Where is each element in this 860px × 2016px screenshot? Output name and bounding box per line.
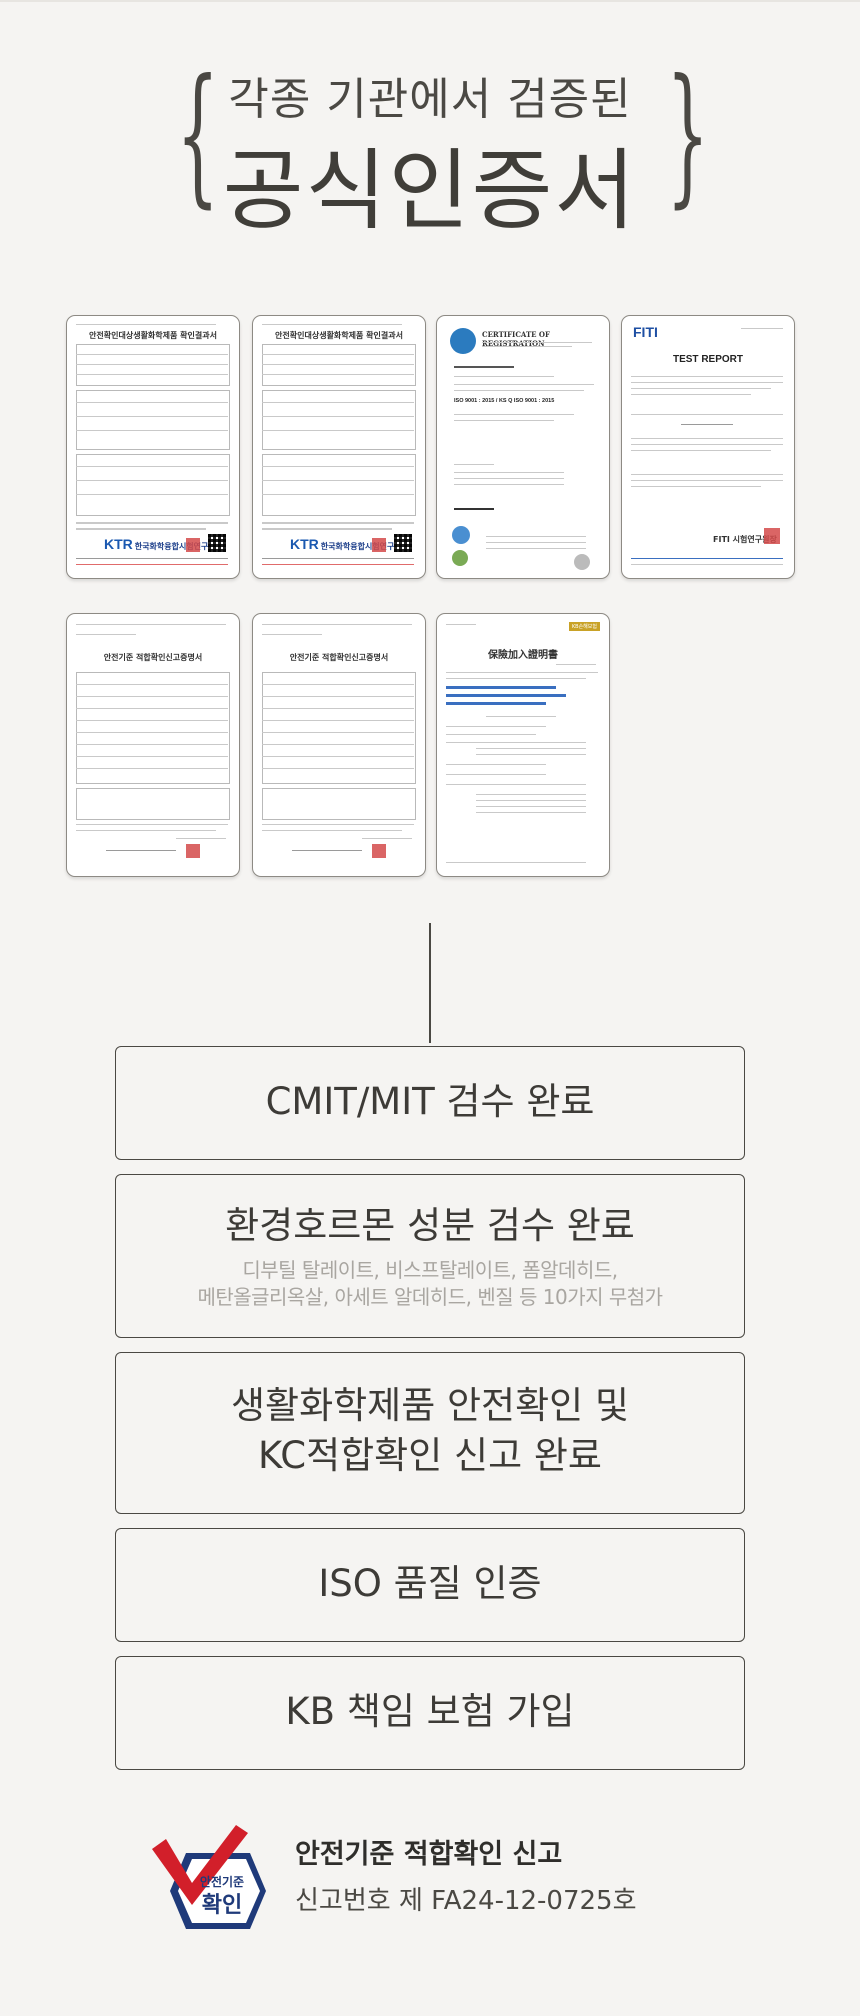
certificate-heading: 안전기준 적합확인신고증명서: [289, 653, 389, 662]
section-header: { } 각종 기관에서 검증된 공식인증서: [0, 48, 860, 242]
iqc-logo-icon: [450, 328, 476, 354]
certificate-kb-insurance[interactable]: KB손해보험 保險加入證明書: [436, 613, 610, 877]
certificate-heading: 안전확인대상생활화학제품 확인결과서: [89, 331, 217, 340]
red-seal-stamp: [186, 538, 200, 552]
red-seal-stamp: [372, 844, 386, 858]
kb-logo: KB손해보험: [568, 622, 600, 631]
certificate-fiti[interactable]: FITI TEST REPORT FITI 시험연구원장: [621, 315, 795, 579]
certificate-heading: 안전확인대상생활화학제품 확인결과서: [275, 331, 403, 340]
red-seal-stamp: [372, 538, 386, 552]
certificate-heading: CERTIFICATE OF REGISTRATION: [482, 330, 550, 348]
header-title: 공식인증서: [222, 139, 638, 242]
header-subtitle: 각종 기관에서 검증된: [228, 74, 632, 125]
check-iso: ISO 품질 인증: [115, 1528, 745, 1642]
safety-mark-logo: 안전기준 확인: [150, 1825, 272, 1937]
accreditation-logo-icon: [452, 550, 468, 566]
check-label: CMIT/MIT 검수 완료: [265, 1080, 595, 1123]
check-label: 환경호르몬 성분 검수 완료: [225, 1204, 635, 1247]
check-description-line-1: 디부틸 탈레이트, 비스프탈레이트, 폼알데히드,: [242, 1258, 618, 1282]
check-kc-safety: 생활화학제품 안전확인 및 KC적합확인 신고 완료: [115, 1352, 745, 1514]
certificate-heading: TEST REPORT: [672, 354, 743, 365]
safety-mark-small-text: 안전기준: [199, 1875, 245, 1889]
check-cmit-mit: CMIT/MIT 검수 완료: [115, 1046, 745, 1160]
check-endocrine-disruptors: 환경호르몬 성분 검수 완료 디부틸 탈레이트, 비스프탈레이트, 폼알데히드,…: [115, 1174, 745, 1338]
left-brace-decoration: {: [176, 48, 220, 222]
fiti-issuer-name: FITI 시험연구원장: [713, 535, 777, 544]
iso-standard-text: ISO 9001 : 2015 / KS Q ISO 9001 : 2015: [454, 398, 555, 404]
certificate-iso[interactable]: CERTIFICATE OF REGISTRATION ISO 9001 : 2…: [436, 315, 610, 579]
check-label-line-1: 생활화학제품 안전확인 및: [231, 1384, 629, 1427]
hologram-seal-icon: [574, 554, 590, 570]
iaf-logo-icon: [452, 526, 470, 544]
connector-line: [429, 923, 431, 1043]
check-label: KB 책임 보험 가입: [285, 1690, 575, 1733]
certificate-heading: 안전기준 적합확인신고증명서: [103, 653, 203, 662]
check-label-line-2: KC적합확인 신고 완료: [258, 1434, 602, 1477]
red-seal-stamp: [764, 528, 780, 544]
certificate-safety-1[interactable]: 안전기준 적합확인신고증명서: [66, 613, 240, 877]
red-seal-stamp: [186, 844, 200, 858]
qr-code: [394, 534, 412, 552]
check-description-line-2: 메탄올글리옥살, 아세트 알데히드, 벤질 등 10가지 무첨가: [197, 1285, 663, 1309]
fiti-logo: FITI: [633, 324, 658, 340]
safety-mark-title: 안전기준 적합확인 신고: [295, 1839, 563, 1870]
top-divider: [0, 0, 860, 2]
qr-code: [208, 534, 226, 552]
check-kb-insurance: KB 책임 보험 가입: [115, 1656, 745, 1770]
certificate-safety-2[interactable]: 안전기준 적합확인신고증명서: [252, 613, 426, 877]
registration-number: 신고번호 제 FA24-12-0725호: [295, 1886, 637, 1916]
safety-mark-large-text: 확인: [201, 1893, 243, 1918]
check-label: ISO 품질 인증: [318, 1562, 542, 1605]
right-brace-decoration: }: [666, 48, 710, 222]
certificate-heading: 保險加入證明書: [488, 650, 558, 661]
